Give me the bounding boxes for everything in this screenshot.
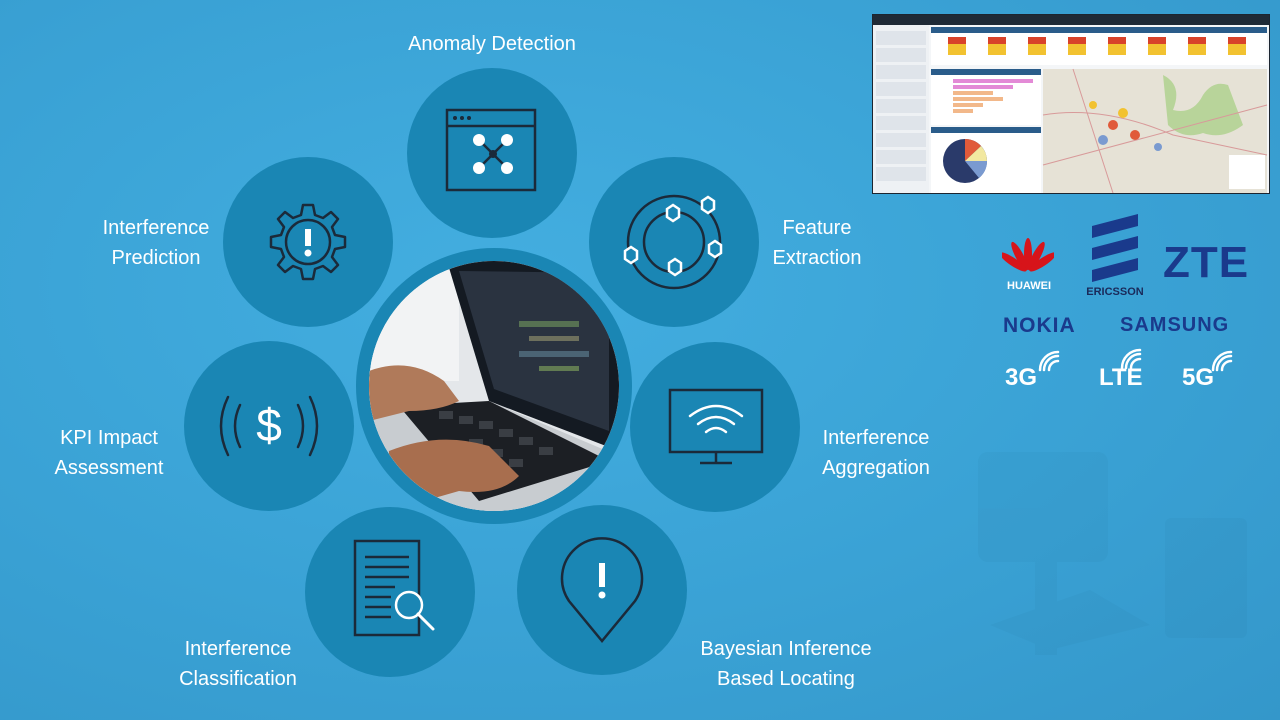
network-5g-label: 5G [1182,364,1215,391]
network-lte-label: LTE [1099,364,1143,391]
interference-prediction-line1: Interference [102,217,210,239]
feature-extraction-line1: Feature [782,217,852,239]
kpi-impact-line2: Assessment [54,457,164,479]
huawei-logo-text: HUAWEI [1007,280,1051,292]
interference-classification-line1: Interference [184,638,292,660]
network-3g-label: 3G [1005,364,1038,391]
laptop-photo [369,261,619,511]
lte-signal-icon [1120,348,1142,370]
monitor-signal-icon [668,388,764,465]
interference-prediction-line2: Prediction [111,247,201,269]
dollar-signal-icon: $ [219,395,319,457]
bayesian-locating-node[interactable] [517,505,687,675]
bayesian-locating-line1: Bayesian Inference [700,638,872,660]
5g-signal-icon [1211,350,1233,372]
feature-extraction-node[interactable] [589,157,759,327]
kpi-impact-line1: KPI Impact [60,427,158,449]
network-lte: LTE [1099,364,1143,392]
interference-prediction-label: Interference Prediction [90,213,222,273]
svg-text:$: $ [256,399,282,451]
feature-extraction-line2: Extraction [772,247,862,269]
network-5g: 5G [1182,364,1214,392]
anomaly-detection-label: Anomaly Detection [408,33,576,55]
3g-signal-icon [1038,350,1060,372]
interference-aggregation-line1: Interference [822,427,930,449]
nokia-logo: NOKIA [1003,314,1076,337]
network-3g: 3G [1005,364,1037,392]
kpi-impact-label: KPI Impact Assessment [44,423,174,483]
feature-extraction-label: Feature Extraction [757,213,877,273]
gear-alert-icon [269,203,347,281]
interference-prediction-node[interactable] [223,157,393,327]
drone-window-icon [445,108,537,192]
map-pin-alert-icon [560,537,644,643]
background-equipment-image [978,452,1247,655]
huawei-flower-icon [1002,238,1054,272]
interference-classification-node[interactable] [305,507,475,677]
hexagon-orbit-icon [623,194,723,290]
ericsson-logo-text: ERICSSON [1086,286,1144,298]
document-search-icon [353,539,435,637]
interference-aggregation-line2: Aggregation [822,457,930,479]
interference-classification-line2: Classification [179,668,297,690]
bayesian-locating-line2: Based Locating [717,668,855,690]
ericsson-logo-icon [1092,214,1138,282]
bayesian-locating-label: Bayesian Inference Based Locating [686,634,886,694]
dashboard-screenshot [872,14,1270,194]
anomaly-detection-node[interactable] [407,68,577,238]
interference-aggregation-node[interactable] [630,342,800,512]
kpi-impact-node[interactable]: $ [184,341,354,511]
interference-aggregation-label: Interference Aggregation [810,423,942,483]
samsung-logo: SAMSUNG [1120,314,1230,336]
zte-logo: ZTE [1163,238,1250,287]
interference-classification-label: Interference Classification [170,634,306,694]
